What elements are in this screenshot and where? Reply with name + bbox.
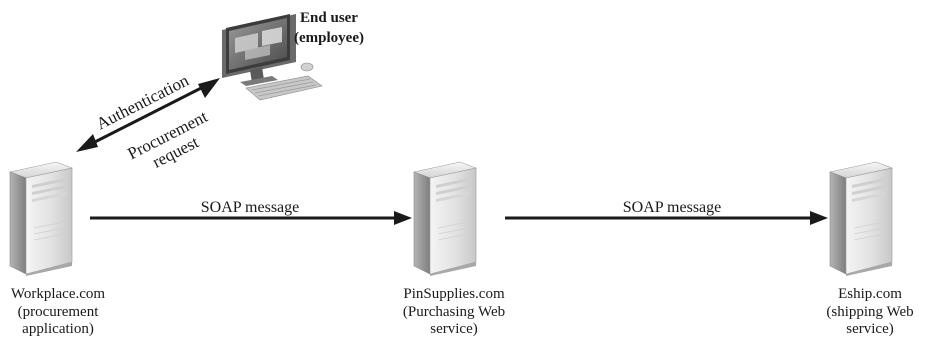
- pinsupplies-desc-1: (Purchasing Web: [403, 304, 505, 320]
- workplace-label: Workplace.com (procurement application): [11, 286, 106, 337]
- soap-message-label-2: SOAP message: [623, 199, 722, 216]
- eship-desc-2: service): [846, 321, 893, 337]
- eship-desc-1: (shipping Web: [826, 304, 913, 320]
- soap-arrow-2: [505, 211, 828, 225]
- workplace-server-icon: [9, 161, 73, 276]
- pinsupplies-name: PinSupplies.com: [403, 286, 505, 302]
- workplace-desc-2: application): [22, 321, 94, 337]
- pinsupplies-label: PinSupplies.com (Purchasing Web service): [403, 286, 505, 337]
- soap-arrow-1: [90, 211, 412, 225]
- workplace-desc-1: (procurement: [18, 304, 100, 320]
- end-user-title: End user: [300, 10, 358, 26]
- user-workplace-arrow: [76, 78, 220, 152]
- pinsupplies-server-icon: [413, 161, 477, 276]
- end-user-subtitle: (employee): [294, 30, 364, 46]
- workplace-name: Workplace.com: [11, 286, 106, 302]
- eship-label: Eship.com (shipping Web service): [826, 286, 913, 337]
- pinsupplies-desc-2: service): [430, 321, 477, 337]
- end-user-computer-icon: [222, 14, 323, 101]
- soap-message-label-1: SOAP message: [201, 199, 300, 216]
- eship-server-icon: [829, 161, 893, 276]
- eship-name: Eship.com: [838, 286, 902, 302]
